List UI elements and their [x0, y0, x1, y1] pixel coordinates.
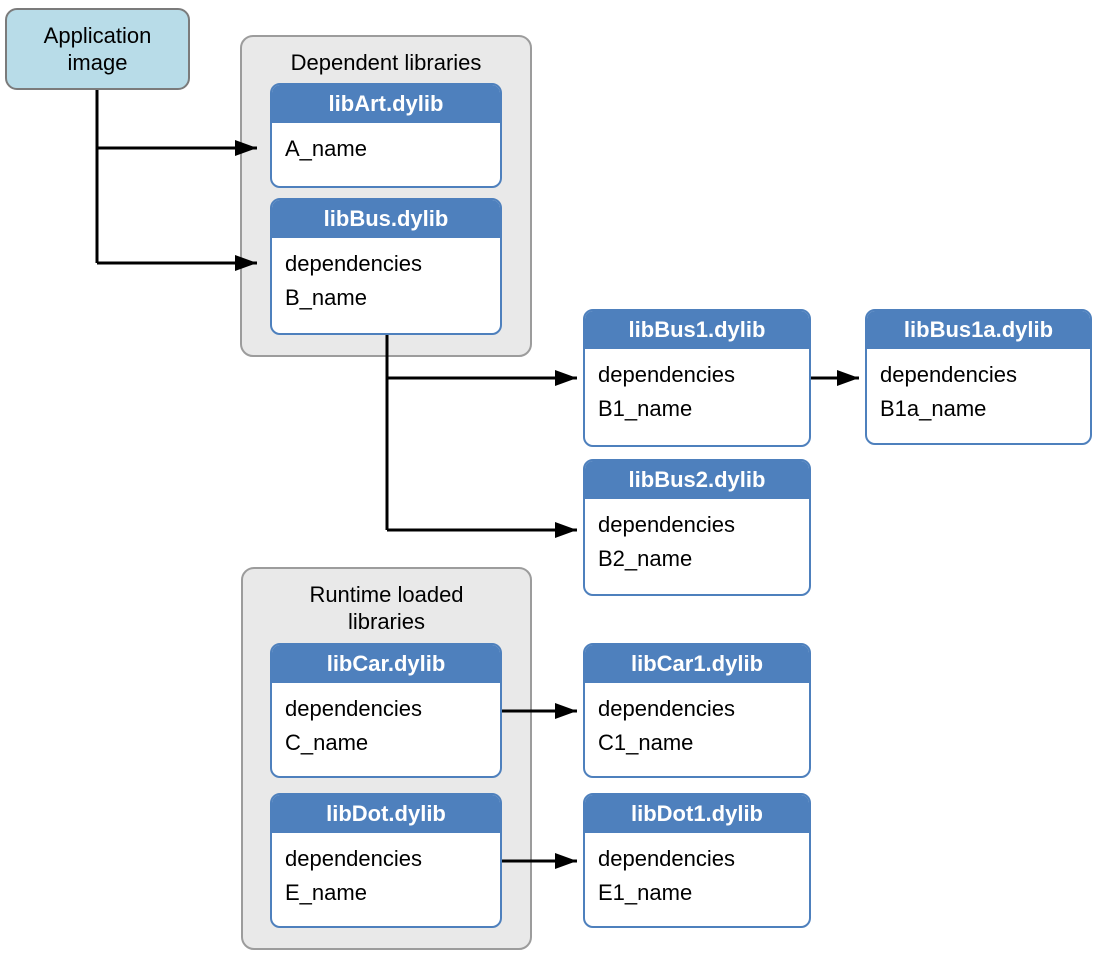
node-libcar-title-bar: libCar.dylib	[272, 645, 500, 683]
node-libbus2-line: dependencies	[598, 512, 736, 537]
node-libcar1-dylib: libCar1.dylib dependencies C1_name	[583, 643, 811, 778]
node-libbus1-title: libBus1.dylib	[628, 317, 766, 342]
node-libcar1-body: dependencies C1_name	[585, 683, 809, 760]
node-libdot1-title-bar: libDot1.dylib	[585, 795, 809, 833]
node-libdot1-title: libDot1.dylib	[631, 801, 763, 826]
node-libdot1-line: dependencies	[598, 846, 736, 871]
node-libbus1-body: dependencies B1_name	[585, 349, 809, 426]
node-libcar-line: C_name	[285, 730, 369, 755]
node-libdot-title: libDot.dylib	[326, 801, 446, 826]
group-dependent-libraries-title: Dependent libraries	[290, 50, 482, 75]
node-libdot1-body: dependencies E1_name	[585, 833, 809, 910]
node-libcar1-title: libCar1.dylib	[630, 651, 764, 676]
node-libbus2-dylib: libBus2.dylib dependencies B2_name	[583, 459, 811, 596]
node-libbus-title-bar: libBus.dylib	[272, 200, 500, 238]
group-runtime-loaded-libraries-title: Runtime loaded libraries	[309, 582, 464, 634]
node-libbus1-line: B1_name	[598, 396, 693, 421]
node-libart-body: A_name	[272, 123, 500, 166]
node-libcar1-title-bar: libCar1.dylib	[585, 645, 809, 683]
node-libdot-line: E_name	[285, 880, 367, 905]
node-libbus1a-title: libBus1a.dylib	[903, 317, 1054, 342]
node-libbus2-line: B2_name	[598, 546, 693, 571]
node-libbus1a-line: B1a_name	[880, 396, 987, 421]
node-libbus1a-body: dependencies B1a_name	[867, 349, 1090, 426]
node-libbus2-title-bar: libBus2.dylib	[585, 461, 809, 499]
node-libart-dylib: libArt.dylib A_name	[270, 83, 502, 188]
application-image-label: Application image	[43, 23, 152, 75]
node-libdot-dylib: libDot.dylib dependencies E_name	[270, 793, 502, 928]
node-libbus2-title: libBus2.dylib	[628, 467, 766, 492]
node-libbus1a-line: dependencies	[880, 362, 1018, 387]
node-libcar-title: libCar.dylib	[326, 651, 446, 676]
node-libdot-title-bar: libDot.dylib	[272, 795, 500, 833]
node-libcar1-line: dependencies	[598, 696, 736, 721]
node-libcar-line: dependencies	[285, 696, 423, 721]
node-libdot1-line: E1_name	[598, 880, 693, 905]
node-libbus1-dylib: libBus1.dylib dependencies B1_name	[583, 309, 811, 447]
node-libart-title: libArt.dylib	[328, 91, 444, 116]
node-libart-title-bar: libArt.dylib	[272, 85, 500, 123]
node-libbus1a-title-bar: libBus1a.dylib	[867, 311, 1090, 349]
application-image-box: Application image	[5, 8, 190, 90]
node-libdot1-dylib: libDot1.dylib dependencies E1_name	[583, 793, 811, 928]
node-libbus-dylib: libBus.dylib dependencies B_name	[270, 198, 502, 335]
node-libbus1-title-bar: libBus1.dylib	[585, 311, 809, 349]
node-libcar1-line: C1_name	[598, 730, 694, 755]
node-libcar-dylib: libCar.dylib dependencies C_name	[270, 643, 502, 778]
node-libbus-line: B_name	[285, 285, 367, 310]
node-libbus2-body: dependencies B2_name	[585, 499, 809, 576]
node-libbus-body: dependencies B_name	[272, 238, 500, 315]
node-libcar-body: dependencies C_name	[272, 683, 500, 760]
node-libbus1a-dylib: libBus1a.dylib dependencies B1a_name	[865, 309, 1092, 445]
node-libbus-title: libBus.dylib	[323, 206, 449, 231]
node-libbus1-line: dependencies	[598, 362, 736, 387]
node-libart-line: A_name	[285, 136, 367, 161]
node-libbus-line: dependencies	[285, 251, 423, 276]
node-libdot-body: dependencies E_name	[272, 833, 500, 910]
node-libdot-line: dependencies	[285, 846, 423, 871]
